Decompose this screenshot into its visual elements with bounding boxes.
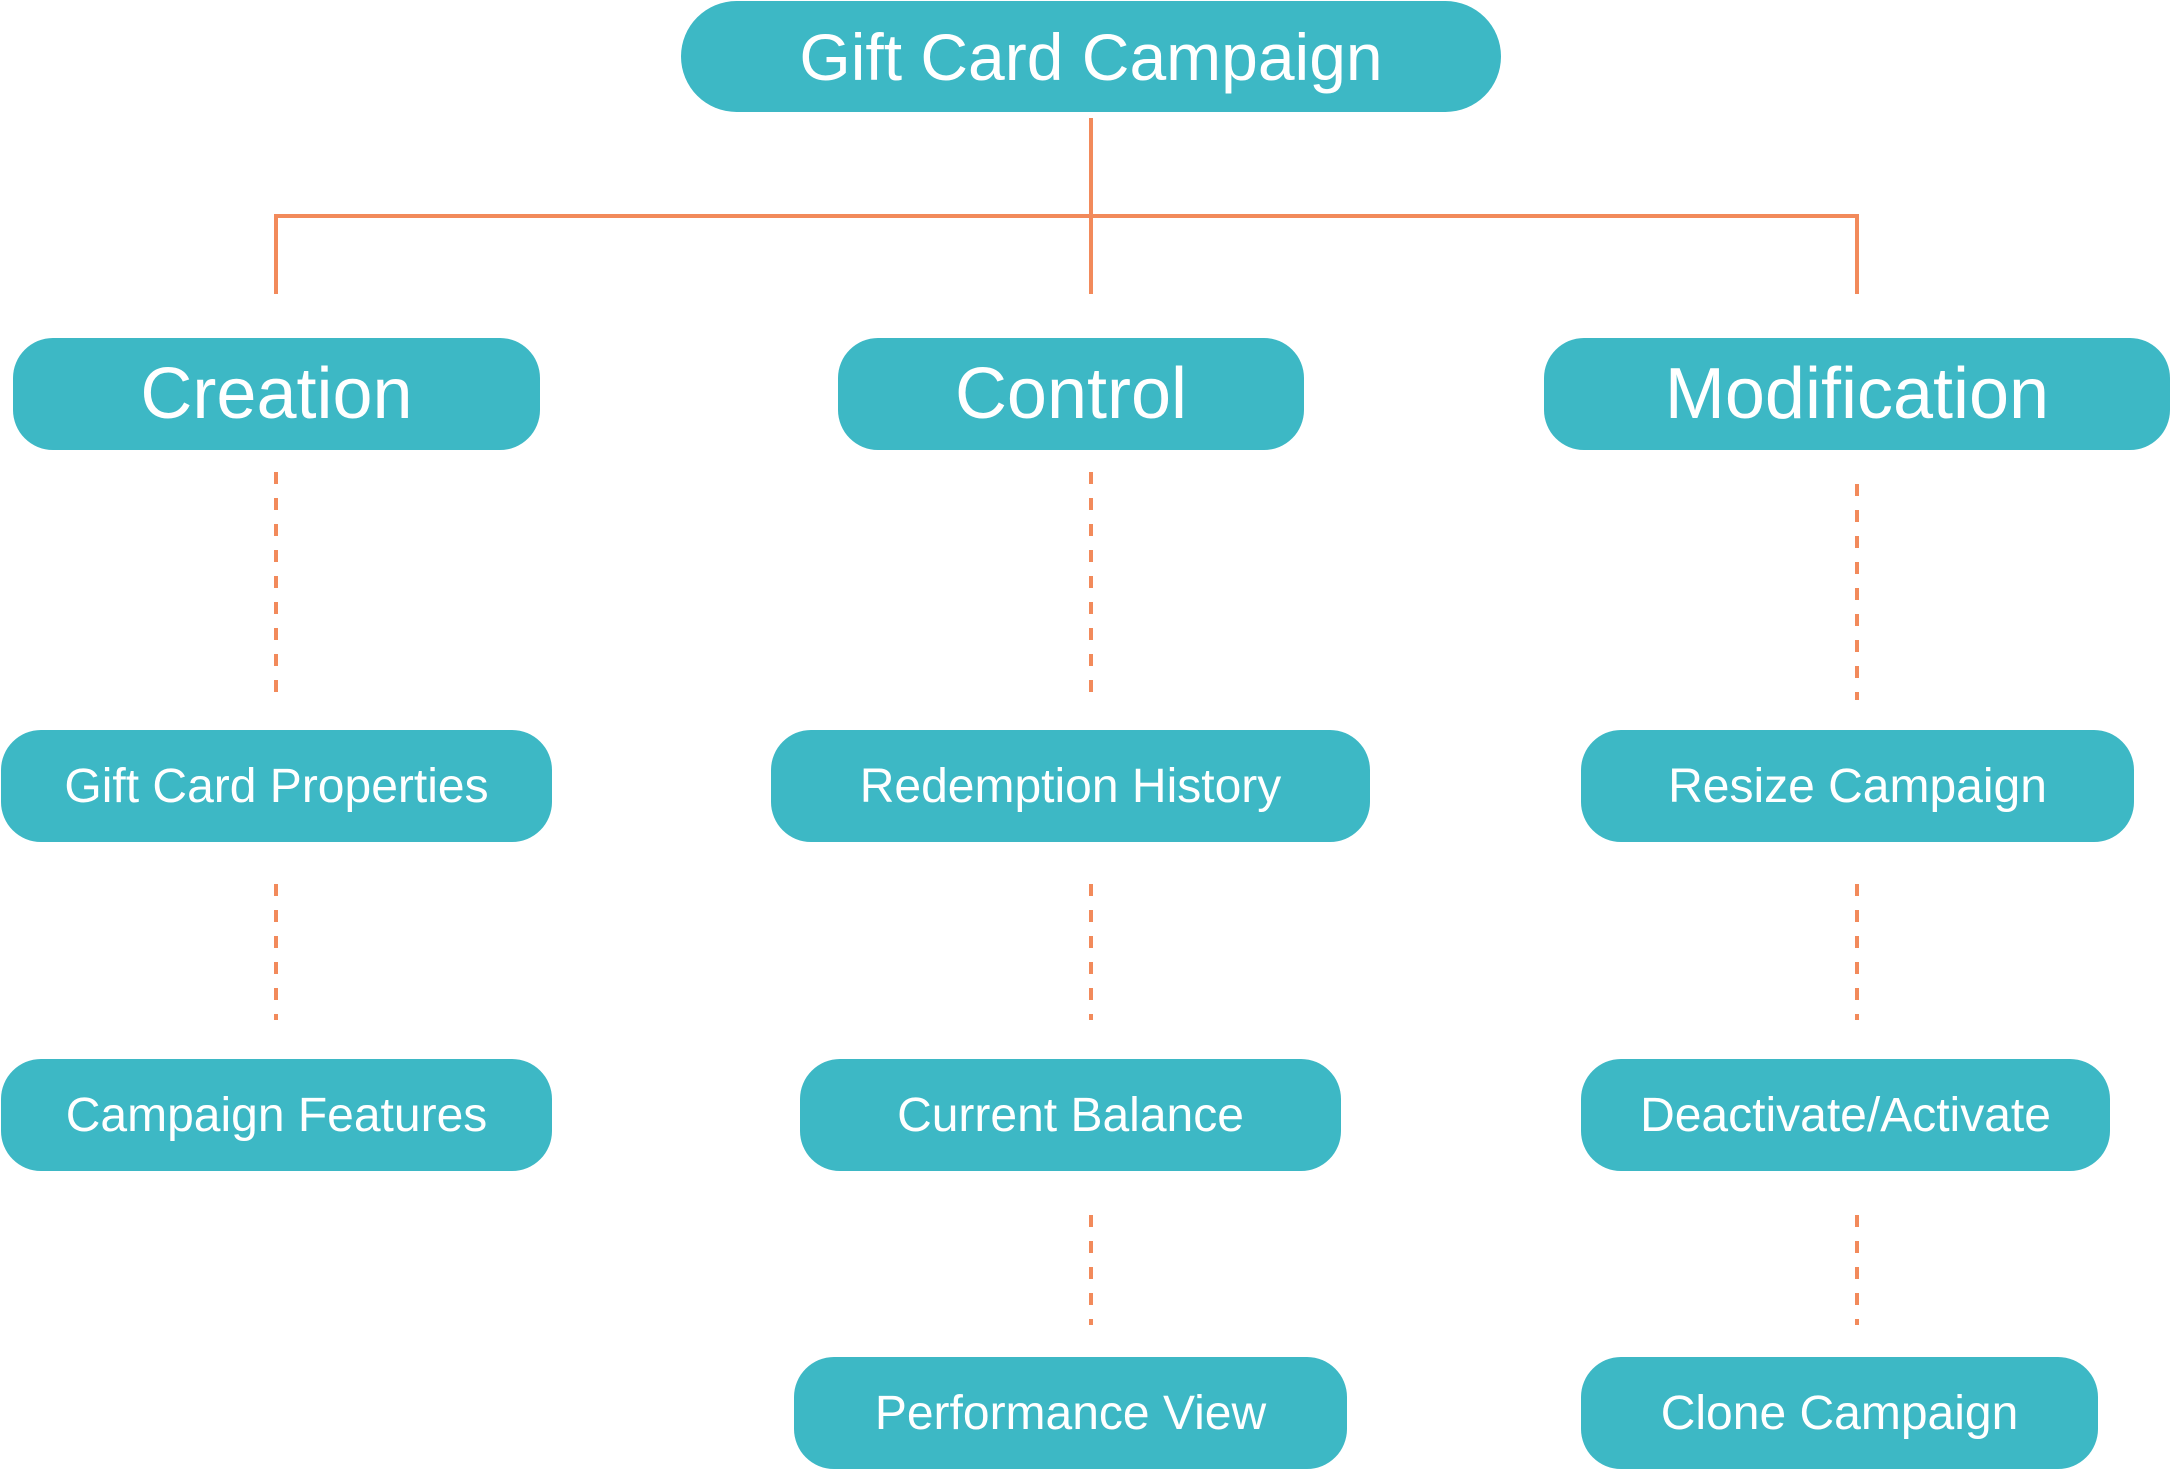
leaf-label: Clone Campaign [1660,1386,2019,1440]
leaf-label: Performance View [874,1386,1267,1440]
leaf-label: Resize Campaign [1668,759,2047,813]
branch-node-creation: Creation [13,338,540,450]
leaf-node-gift-card-properties: Gift Card Properties [1,730,552,842]
branch-node-control: Control [838,338,1304,450]
branch-node-modification: Modification [1544,338,2170,450]
leaf-label: Current Balance [897,1088,1244,1142]
leaf-node-redemption-history: Redemption History [771,730,1370,842]
leaf-node-deactivate-activate: Deactivate/Activate [1581,1059,2110,1171]
branch-label-control: Control [954,354,1188,434]
leaf-label: Redemption History [859,759,1282,813]
branch-label-creation: Creation [140,354,413,434]
leaf-label: Campaign Features [65,1088,488,1142]
leaf-node-performance-view: Performance View [794,1357,1347,1469]
leaf-node-clone-campaign: Clone Campaign [1581,1357,2098,1469]
leaf-node-current-balance: Current Balance [800,1059,1341,1171]
leaf-node-campaign-features: Campaign Features [1,1059,552,1171]
leaf-label: Deactivate/Activate [1640,1088,2051,1142]
leaf-node-resize-campaign: Resize Campaign [1581,730,2134,842]
root-label: Gift Card Campaign [799,19,1383,94]
root-node: Gift Card Campaign [681,1,1501,112]
leaf-label: Gift Card Properties [64,759,489,813]
branch-label-modification: Modification [1664,354,2050,434]
